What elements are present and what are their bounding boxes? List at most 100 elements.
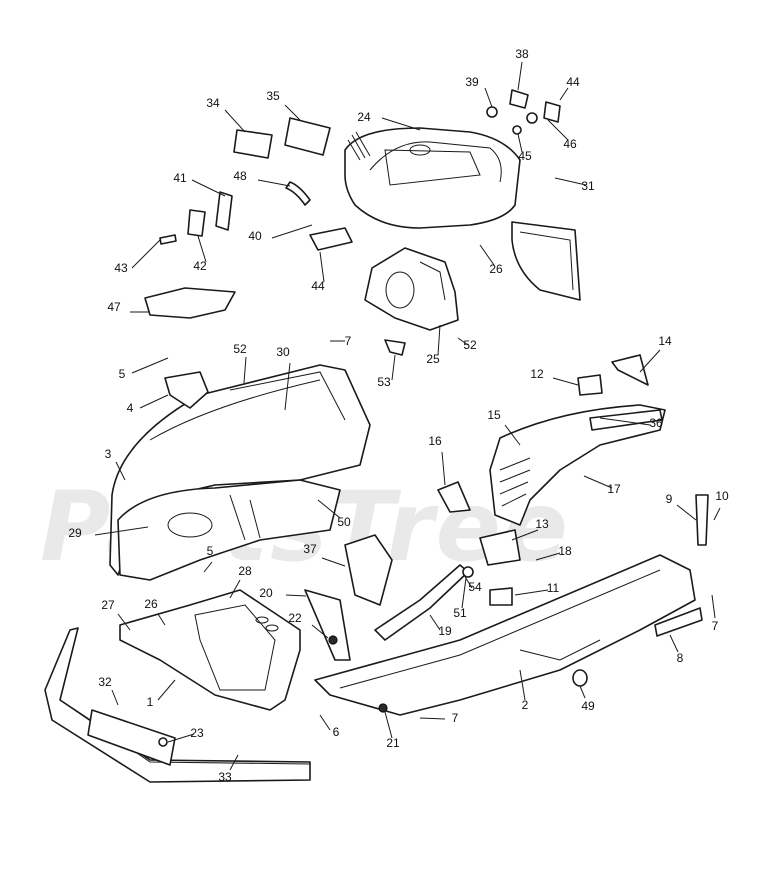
leader-line: [115, 461, 126, 481]
leader-line: [419, 717, 446, 720]
leader-line: [437, 324, 441, 356]
callout-number: 51: [453, 606, 467, 620]
leader-line: [94, 526, 149, 536]
leader-line: [243, 356, 247, 384]
leader-line: [203, 561, 213, 573]
callout-number: 22: [288, 611, 302, 625]
leader-line: [429, 614, 441, 631]
callout-number: 5: [119, 367, 126, 381]
callout-54: 54: [463, 574, 482, 594]
leader-line: [517, 133, 523, 153]
leader-line: [229, 754, 239, 771]
callout-number: 40: [248, 229, 262, 243]
callout-10: 10: [713, 489, 729, 521]
leader-line: [157, 613, 166, 626]
callout-number: 36: [649, 416, 663, 430]
callout-number: 30: [276, 345, 290, 359]
leader-line: [457, 337, 469, 346]
callout-number: 23: [190, 726, 204, 740]
leader-line: [131, 357, 169, 374]
callout-number: 2: [522, 698, 529, 712]
callout-number: 46: [563, 137, 577, 151]
leader-line: [317, 499, 341, 519]
callout-number: 33: [218, 770, 232, 784]
callout-51: 51: [453, 577, 467, 620]
callout-17: 17: [583, 475, 621, 496]
callout-35: 35: [266, 89, 301, 121]
callout-number: 32: [98, 675, 112, 689]
callout-number: 21: [386, 736, 400, 750]
callout-number: 3: [105, 447, 112, 461]
callout-number: 11: [547, 581, 560, 595]
callout-11: 11: [514, 581, 560, 596]
callout-number: 26: [144, 597, 158, 611]
callout-number: 20: [259, 586, 273, 600]
leader-line: [669, 634, 679, 653]
callout-23: 23: [167, 726, 204, 743]
callout-number: 44: [566, 75, 580, 89]
leader-line: [484, 87, 493, 108]
leader-line: [511, 529, 539, 541]
callout-24: 24: [357, 110, 421, 131]
callout-number: 52: [233, 342, 247, 356]
callout-15: 15: [487, 408, 521, 446]
callout-number: 27: [101, 598, 115, 612]
callout-number: 4: [127, 401, 134, 415]
callout-44: 44: [559, 75, 580, 101]
leader-line: [384, 711, 393, 739]
callout-number: 34: [206, 96, 220, 110]
leader-line: [479, 244, 495, 266]
leader-line: [311, 624, 329, 639]
leader-line: [713, 507, 721, 521]
callout-13: 13: [511, 517, 549, 541]
callout-14: 14: [639, 334, 672, 373]
leader-line: [139, 394, 169, 409]
callout-9: 9: [666, 492, 697, 521]
callout-34: 34: [206, 96, 246, 133]
callout-number: 6: [333, 725, 340, 739]
leader-line: [461, 577, 467, 609]
callout-number: 15: [487, 408, 501, 422]
leader-line: [319, 714, 331, 731]
callout-27: 27: [101, 598, 131, 631]
callout-26: 26: [144, 597, 166, 626]
callout-number: 48: [233, 169, 247, 183]
callout-42: 42: [193, 235, 207, 273]
callout-number: 13: [535, 517, 549, 531]
callout-44: 44: [311, 251, 325, 293]
callout-7: 7: [711, 594, 719, 633]
callout-number: 45: [518, 149, 532, 163]
leader-line: [271, 224, 313, 239]
leader-line: [157, 679, 176, 701]
callout-7: 7: [330, 334, 352, 348]
callout-number: 19: [438, 624, 452, 638]
leader-line: [319, 251, 325, 283]
callout-number: 29: [68, 526, 82, 540]
callout-36: 36: [599, 416, 663, 430]
callout-number: 41: [173, 171, 187, 185]
callout-52: 52: [457, 337, 477, 352]
leader-line: [547, 119, 569, 141]
leader-line: [519, 669, 526, 701]
callout-number: 53: [377, 375, 391, 389]
leader-line: [552, 377, 579, 386]
callout-5: 5: [119, 357, 169, 381]
callout-number: 37: [303, 542, 317, 556]
callout-number: 7: [712, 619, 719, 633]
side-panel-part: [489, 404, 666, 526]
leader-line: [554, 177, 587, 186]
callout-number: 7: [452, 711, 459, 725]
callout-number: 9: [666, 492, 673, 506]
leader-line: [599, 417, 651, 426]
leader-line: [284, 104, 301, 121]
callout-number: 8: [677, 651, 684, 665]
callout-number: 1: [147, 695, 154, 709]
callout-number: 12: [530, 367, 544, 381]
leader-line: [167, 733, 195, 743]
leader-line: [224, 109, 246, 133]
callout-4: 4: [127, 394, 169, 415]
leader-line: [191, 179, 226, 197]
callout-number: 18: [558, 544, 572, 558]
callout-39: 39: [465, 75, 493, 108]
leader-line: [131, 239, 161, 269]
